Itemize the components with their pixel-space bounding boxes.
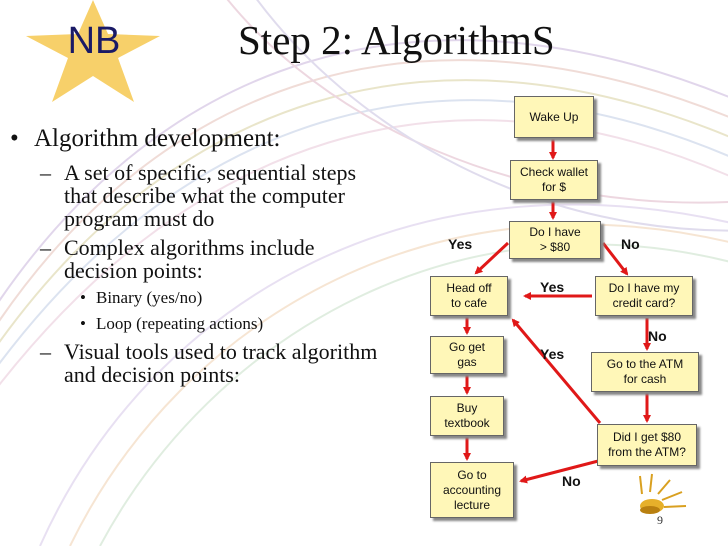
label-no: No xyxy=(648,328,667,344)
node-buy-textbook: Buy textbook xyxy=(430,396,504,436)
bullet-sub-3: –Visual tools used to track algorithm an… xyxy=(40,339,378,387)
node-got-80: Did I get $80 from the ATM? xyxy=(597,424,697,466)
label-no: No xyxy=(621,236,640,252)
bullet-sub-2-item: •Binary (yes/no) xyxy=(80,288,203,307)
node-lecture: Go to accounting lecture xyxy=(430,462,514,518)
node-check-wallet: Check wallet for $ xyxy=(510,160,598,200)
arrow-got80-no xyxy=(519,457,607,484)
node-have-80: Do I have > $80 xyxy=(509,221,601,259)
label-yes: Yes xyxy=(540,346,565,362)
author-logo xyxy=(639,473,687,514)
arrow-have80-no xyxy=(601,242,629,276)
page-number: 9 xyxy=(657,513,663,527)
star-icon xyxy=(26,0,160,102)
label-no: No xyxy=(562,473,581,489)
bullet-sub-2: –Complex algorithms include decision poi… xyxy=(40,235,315,283)
node-get-gas: Go get gas xyxy=(430,336,504,374)
node-head-off: Head off to cafe xyxy=(430,276,508,316)
bullet-list: Algorithm development: –A set of specifi… xyxy=(10,124,390,392)
label-yes: Yes xyxy=(540,279,565,295)
node-atm: Go to the ATM for cash xyxy=(591,352,699,392)
label-yes: Yes xyxy=(448,236,473,252)
page-title: Step 2: AlgorithmS xyxy=(238,17,555,63)
node-wake-up: Wake Up xyxy=(514,96,594,138)
node-credit-card: Do I have my credit card? xyxy=(595,276,693,316)
nb-badge: NB xyxy=(67,20,121,62)
bullet-sub-2-item: •Loop (repeating actions) xyxy=(80,314,264,333)
bullet-sub-1: –A set of specific, sequential steps tha… xyxy=(40,160,357,231)
arrow-got80-yes xyxy=(511,318,602,424)
arrow-have80-yes xyxy=(474,241,510,275)
bullet-main: Algorithm development: xyxy=(10,124,390,153)
